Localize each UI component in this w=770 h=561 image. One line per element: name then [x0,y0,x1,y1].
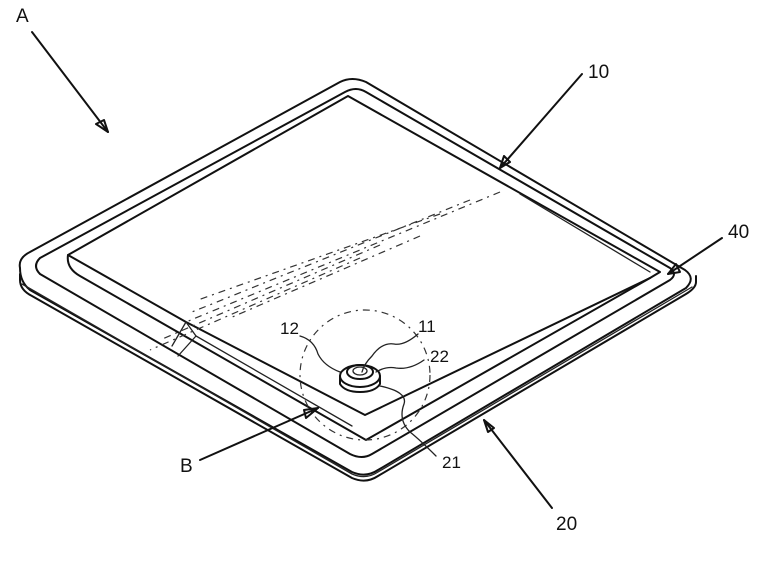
label-B: B [180,456,193,477]
label-21: 21 [442,453,461,472]
valve-button [339,364,381,393]
top-tray [35,88,675,458]
label-10: 10 [588,62,609,83]
label-40: 40 [728,222,749,243]
leader-lines [31,31,723,509]
surface-shading [149,191,501,351]
label-12: 12 [280,319,299,338]
label-22: 22 [430,347,449,366]
label-20: 20 [556,514,577,535]
detail-circle [299,309,431,441]
label-A: A [16,6,29,27]
label-11: 11 [418,317,436,336]
base-plate [18,78,697,482]
